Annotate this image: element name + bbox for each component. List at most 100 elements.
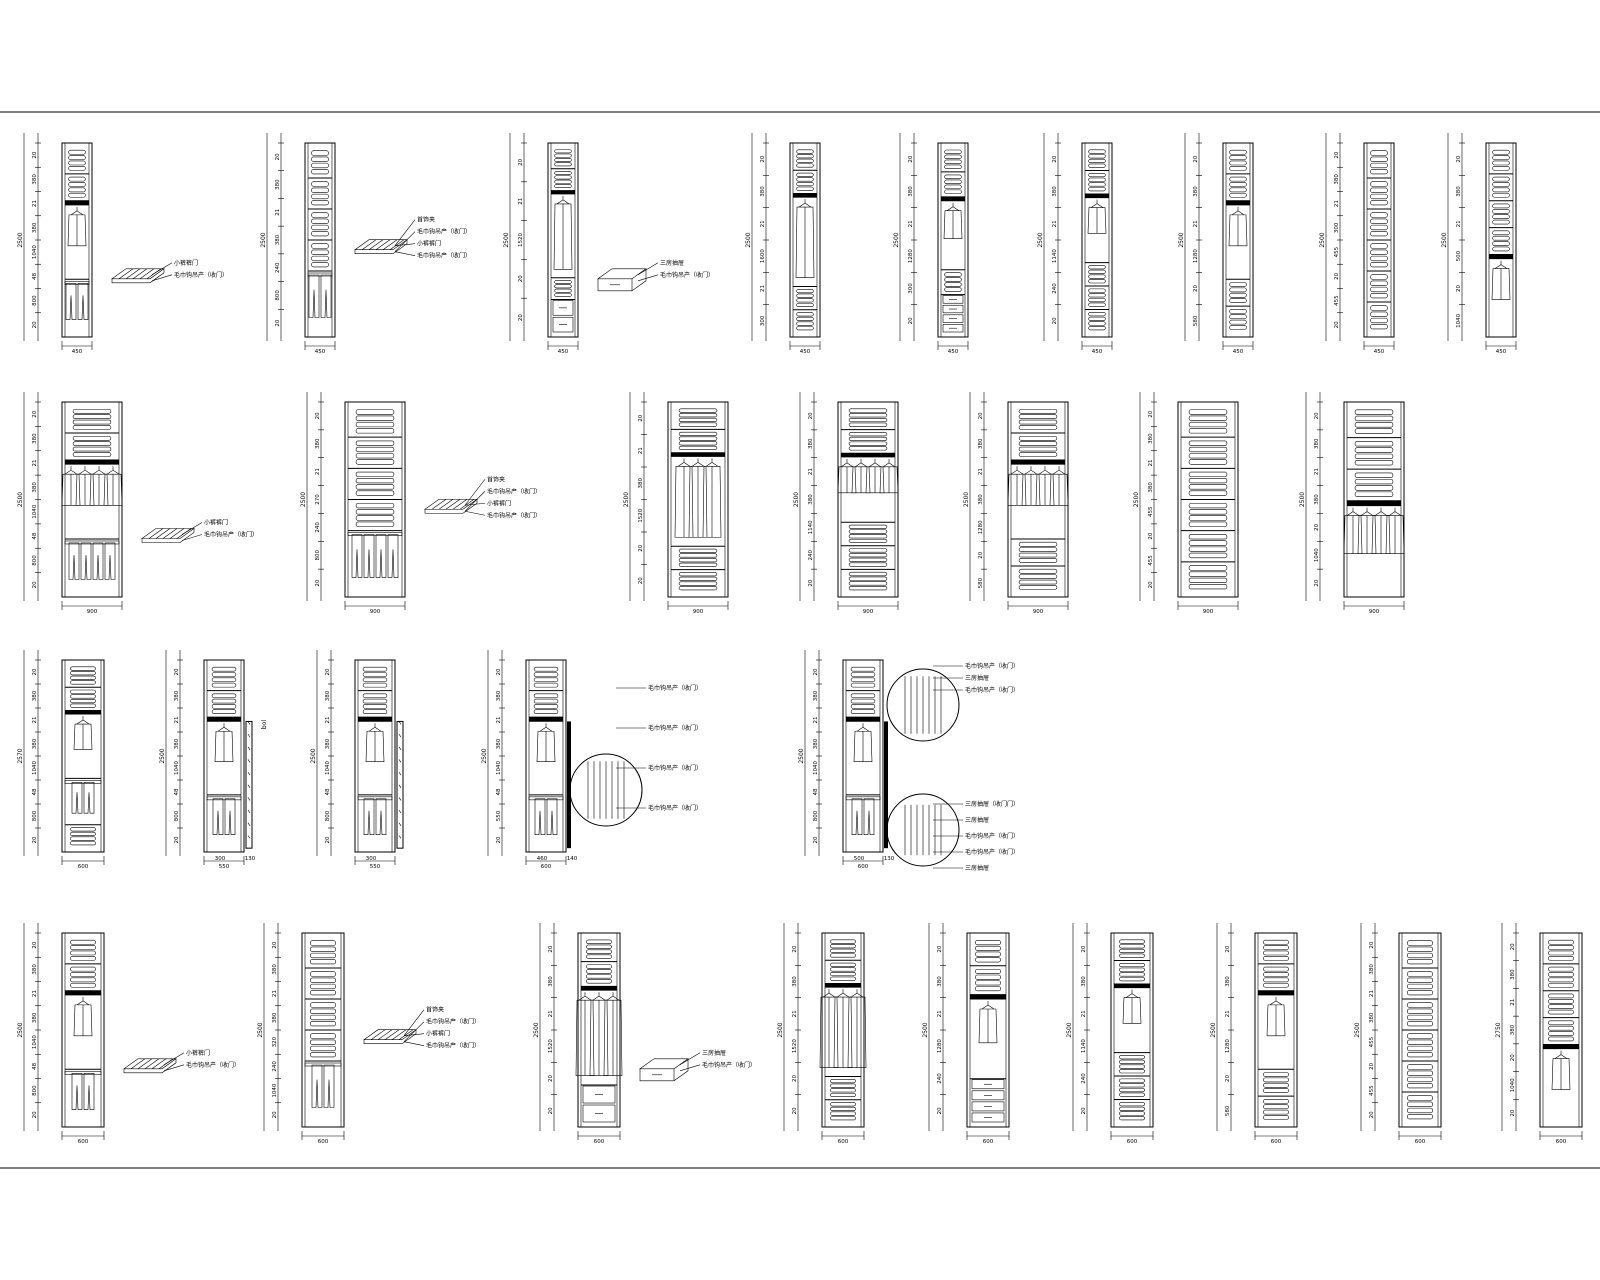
folded-stack-layer [1119, 1087, 1145, 1093]
dimension-value: 380 [1369, 1012, 1375, 1023]
dimension-value: 21 [1510, 999, 1516, 1006]
long-coat-hanger [677, 458, 691, 467]
folded-stack-layer [1229, 182, 1247, 187]
coat-hanger [1052, 466, 1066, 475]
folded-stack-layer [1407, 1101, 1433, 1107]
dimension-value: 20 [32, 941, 38, 948]
folded-stack-layer [1088, 274, 1106, 279]
folded-stack-layer [1263, 966, 1289, 972]
coat-hanger [1090, 199, 1104, 208]
dimension-value: 20 [792, 1107, 798, 1114]
folded-stack-layer [1119, 1092, 1145, 1097]
pants [80, 542, 92, 580]
folded-stack-layer [848, 571, 888, 577]
dimension-value: 20 [518, 275, 524, 282]
folded-stack-layer [796, 186, 814, 191]
folded-stack-layer [1370, 200, 1388, 206]
rack-slat [431, 499, 447, 510]
dimension-value: 48 [32, 788, 38, 795]
folded-stack-layer [362, 677, 388, 683]
folded-stack-layer [850, 672, 876, 677]
folded-stack-layer [1548, 993, 1574, 999]
dimension-value: 20 [174, 668, 180, 675]
folded-stack-layer [848, 557, 888, 562]
dimension-value: 20 [1052, 317, 1058, 324]
width-value: 600 [1127, 1139, 1138, 1145]
dimension-value: 580 [1225, 1105, 1231, 1116]
folded-stack-layer [1407, 1021, 1433, 1027]
long-coat-hanger [705, 458, 719, 467]
coat-hanger [1360, 507, 1374, 516]
coat-hanger [981, 1001, 995, 1010]
dimension-value: 20 [518, 314, 524, 321]
drawer-box [942, 314, 964, 323]
dimension-value: 1040 [325, 761, 331, 775]
dimension-value: 20 [325, 668, 331, 675]
folded-stack-layer [1018, 452, 1058, 457]
coat-body [103, 473, 123, 506]
long-coat-body [553, 203, 573, 270]
door-hatch [398, 797, 402, 801]
folded-stack-layer [1548, 966, 1574, 972]
dimension-value: 21 [638, 447, 644, 454]
rack-slat [370, 1029, 386, 1040]
folded-stack-layer [211, 709, 237, 715]
folded-stack-layer [1548, 977, 1574, 983]
coat-body [365, 730, 385, 763]
dimension-value: 240 [1052, 283, 1058, 294]
dimension-total: 2500 [893, 232, 900, 247]
folded-stack-layer [311, 255, 329, 262]
dimension-value: 20 [32, 151, 38, 158]
folded-stack-layer [1407, 983, 1433, 990]
folded-stack-layer [1354, 478, 1394, 485]
callout-label: 三房抽屉 [965, 674, 989, 682]
dimension-value: 380 [32, 174, 38, 185]
folded-stack-layer [1354, 415, 1394, 422]
drawer-box [552, 316, 574, 333]
folded-stack-layer [355, 459, 395, 465]
accessory-label: 三房抽屉 [702, 1049, 726, 1057]
pants [83, 782, 95, 814]
dimension-value: 380 [496, 690, 502, 701]
width-value-total: 600 [858, 864, 869, 870]
hanging-rail [1085, 193, 1109, 198]
folded-stack-layer [1188, 421, 1228, 428]
folded-stack-layer [678, 572, 718, 577]
folded-stack-layer [554, 171, 572, 175]
dimension-value: 20 [908, 155, 914, 162]
folded-stack-layer [1119, 1064, 1145, 1069]
folded-stack-layer [355, 428, 395, 434]
folded-stack-layer [848, 529, 888, 534]
folded-stack-layer [1088, 172, 1106, 178]
folded-stack-layer [1492, 149, 1510, 155]
folded-stack-layer [1354, 447, 1394, 453]
hanging-rail [65, 990, 101, 995]
width-value: 450 [315, 349, 326, 355]
label-leader [637, 262, 659, 276]
width-value: 450 [1374, 349, 1385, 355]
folded-stack-layer [311, 212, 329, 218]
folded-stack-layer [1407, 1114, 1433, 1120]
folded-stack-layer [1370, 274, 1388, 280]
folded-stack-layer [1407, 1002, 1433, 1008]
cabinet-frame [667, 401, 729, 598]
folded-stack-layer [1370, 224, 1388, 231]
pants [323, 1064, 335, 1108]
folded-stack-layer [1492, 246, 1510, 252]
folded-stack-layer [1492, 203, 1510, 209]
dimension-value: 1040 [1456, 313, 1462, 327]
dimension-value: 380 [808, 494, 814, 505]
coat-hanger [856, 723, 870, 732]
cabinet-frame [789, 142, 821, 338]
folded-stack-layer [310, 1008, 336, 1014]
cabinet-frame [937, 142, 969, 338]
drawer-box [971, 1090, 1005, 1101]
accessory-label: 毛巾钩吊产（收门） [426, 1018, 480, 1026]
dimension-value: 380 [813, 738, 819, 749]
folded-stack-layer [554, 158, 572, 162]
folded-stack-layer [355, 409, 395, 415]
